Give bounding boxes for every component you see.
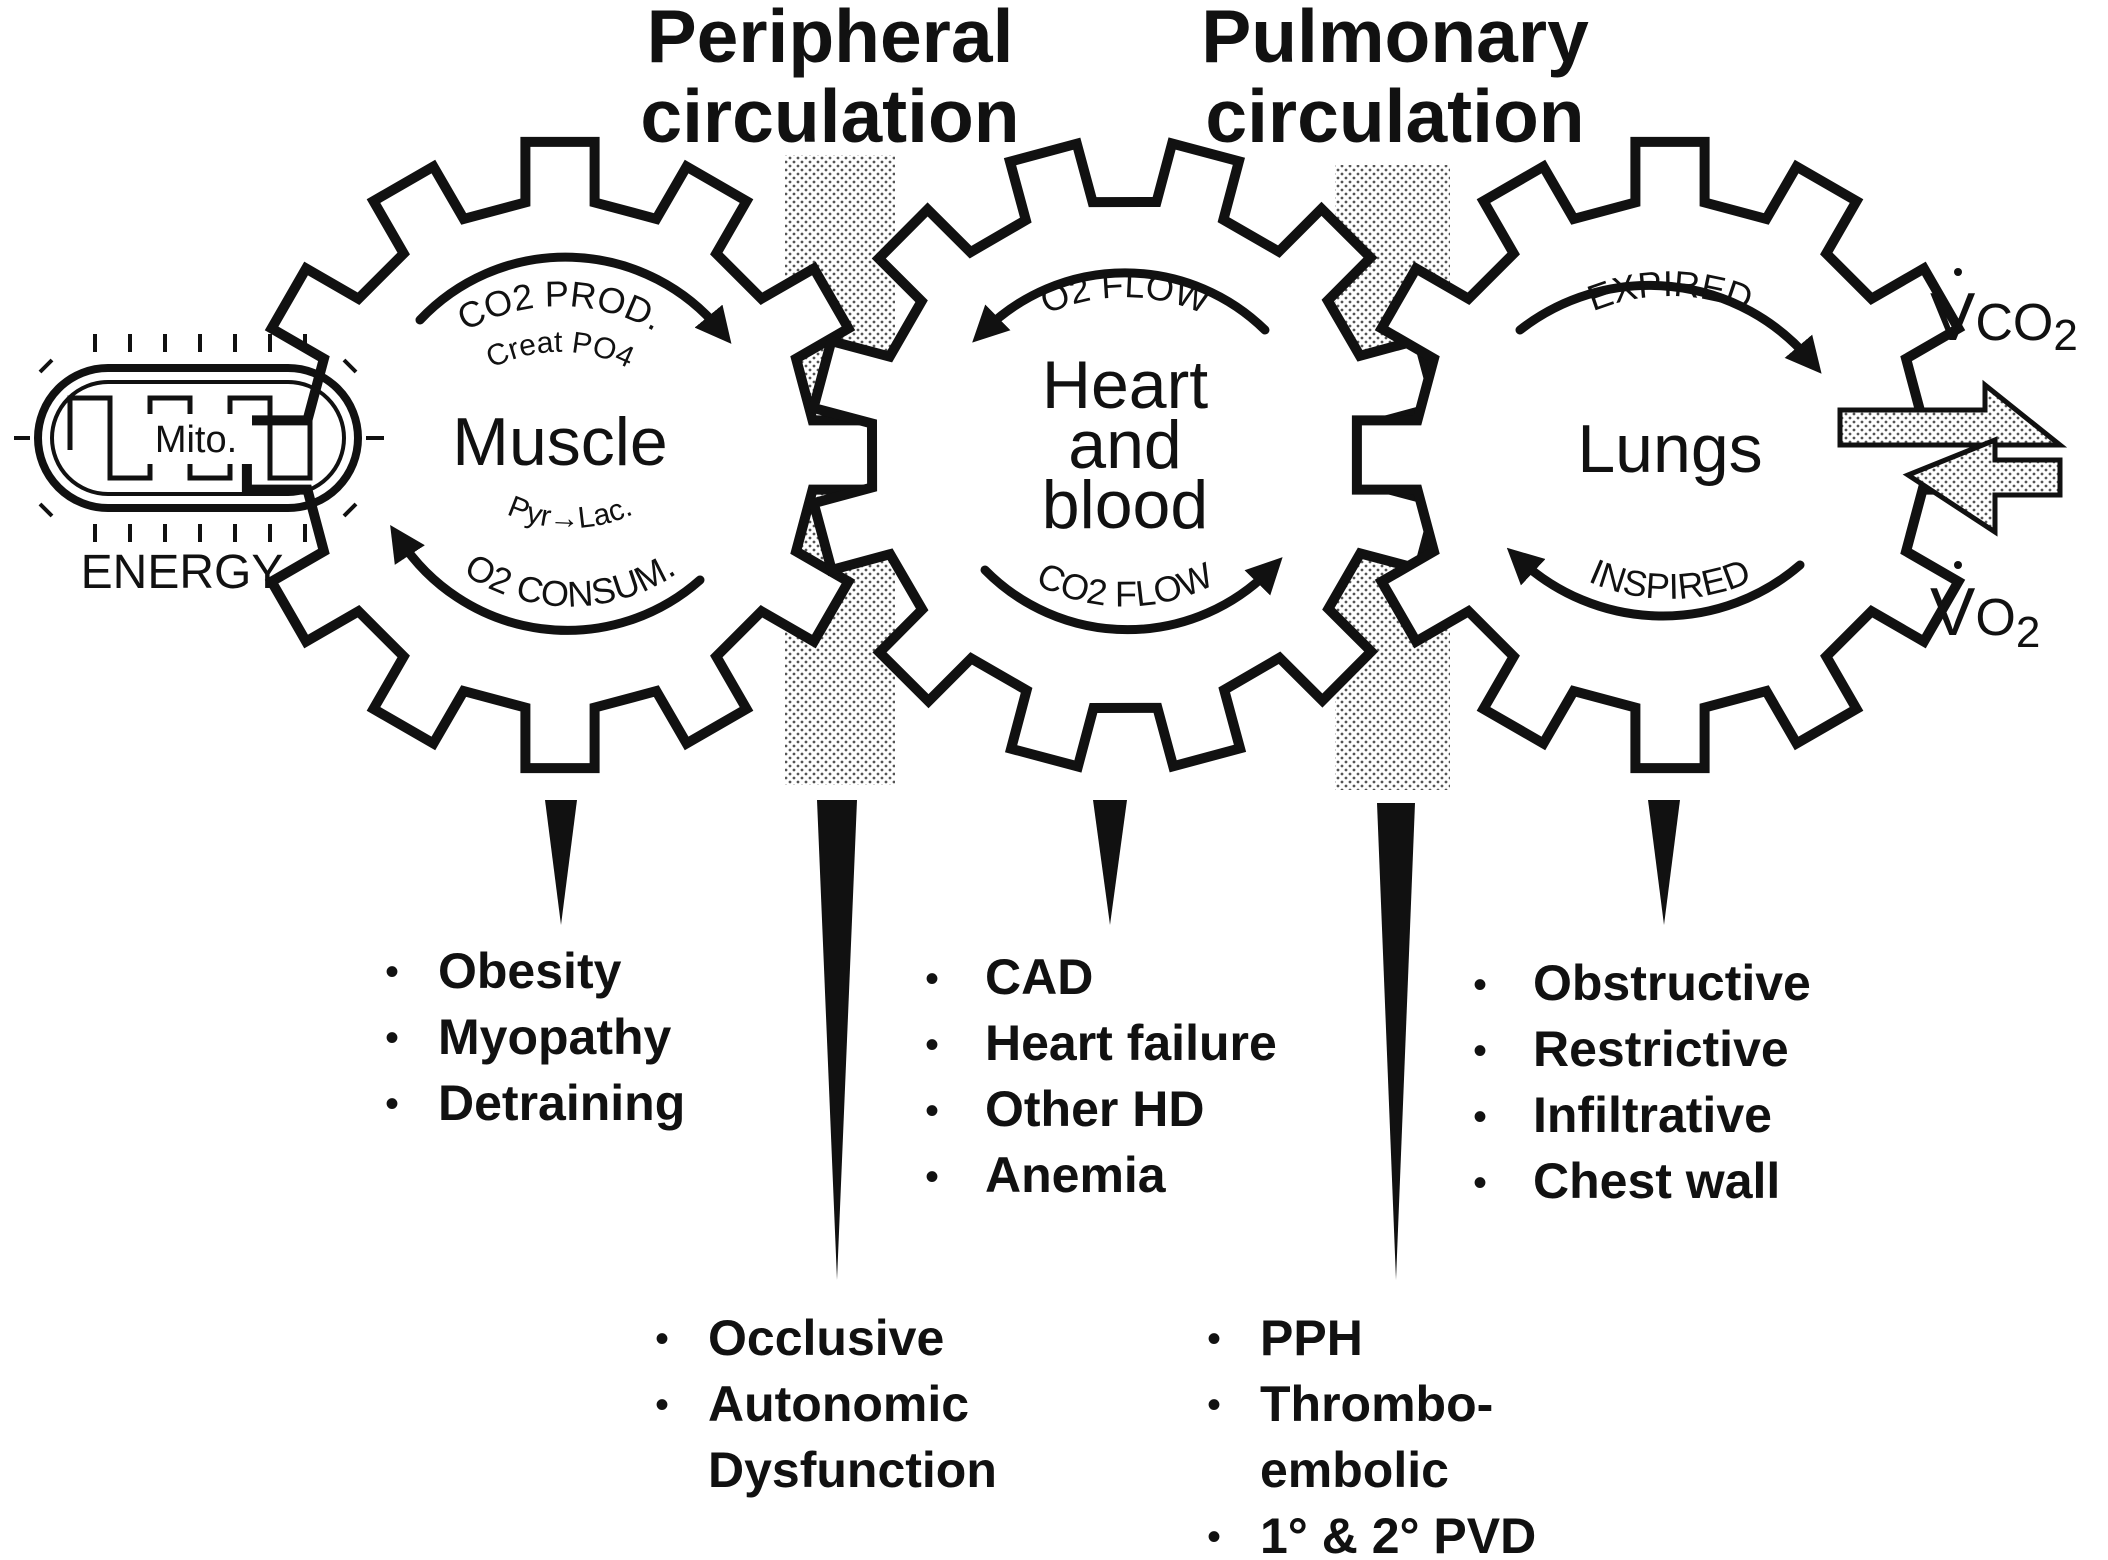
vco2-label: VCO2: [1930, 279, 2078, 360]
list-item: Autonomic: [708, 1376, 969, 1432]
lungs-top-arrow: [1515, 280, 1822, 374]
energy-label: ENERGY: [81, 546, 284, 599]
lungs-gear: [1351, 136, 1989, 774]
list-item: embolic: [1260, 1442, 1449, 1498]
pulmonary-heading-line1: Pulmonary: [1201, 0, 1589, 78]
list-bullet: •: [385, 1082, 399, 1126]
lungs-bottom-arrow: [1506, 547, 1805, 621]
peripheral-disorder-list: • Occlusive • Autonomic Dysfunction: [655, 1310, 997, 1498]
list-item: Anemia: [985, 1147, 1167, 1203]
list-item: Infiltrative: [1533, 1087, 1772, 1143]
list-item: Other HD: [985, 1081, 1204, 1137]
list-bullet: •: [1473, 1029, 1487, 1073]
heart-top-arrow: [972, 268, 1270, 343]
list-item: Chest wall: [1533, 1153, 1780, 1209]
lungs-disorder-list: • Obstructive • Restrictive • Infiltrati…: [1473, 955, 1811, 1209]
peripheral-heading-line1: Peripheral: [647, 0, 1014, 78]
heart-disorder-list: • CAD • Heart failure • Other HD • Anemi…: [925, 949, 1277, 1203]
list-item: Detraining: [438, 1075, 685, 1131]
list-item: 1° & 2° PVD: [1260, 1508, 1536, 1560]
list-bullet: •: [385, 1016, 399, 1060]
list-item: Dysfunction: [708, 1442, 997, 1498]
list-bullet: •: [1207, 1515, 1221, 1559]
lungs-pointer-wedge: [1648, 800, 1680, 925]
peripheral-heading-line2: circulation: [640, 74, 1019, 158]
heart-label-line1: Heart: [1042, 347, 1208, 423]
muscle-disorder-list: • Obesity • Myopathy • Detraining: [385, 943, 685, 1131]
list-bullet: •: [925, 1089, 939, 1133]
list-item: CAD: [985, 949, 1093, 1005]
list-item: Obesity: [438, 943, 622, 999]
list-item: Thrombo-: [1260, 1376, 1493, 1432]
vco2-dot-icon: [1954, 268, 1962, 276]
heart-label-line2: and: [1068, 407, 1181, 483]
muscle-top-arrow: [415, 252, 732, 344]
list-bullet: •: [925, 1155, 939, 1199]
muscle-label: Muscle: [452, 404, 667, 480]
list-item: Heart failure: [985, 1015, 1277, 1071]
lungs-label: Lungs: [1577, 411, 1762, 487]
list-bullet: •: [925, 957, 939, 1001]
mitochondrion-icon: [14, 334, 384, 542]
list-item: Occlusive: [708, 1310, 944, 1366]
list-bullet: •: [1207, 1383, 1221, 1427]
muscle-gear: [241, 136, 879, 774]
list-bullet: •: [1473, 1095, 1487, 1139]
list-item: PPH: [1260, 1310, 1363, 1366]
pulmonary-heading-line2: circulation: [1205, 74, 1584, 158]
heart-bottom-arrow: [980, 557, 1283, 635]
list-item: Obstructive: [1533, 955, 1811, 1011]
list-bullet: •: [655, 1317, 669, 1361]
peripheral-pointer-wedge: [817, 800, 857, 1280]
muscle-bottom-arrow: [390, 524, 705, 635]
heart-pointer-wedge: [1093, 800, 1127, 925]
inspired-flow-arrow: [1902, 436, 2063, 537]
list-item: Myopathy: [438, 1009, 672, 1065]
vo2-label: VO2: [1930, 574, 2040, 657]
mito-label: Mito.: [155, 419, 237, 461]
heart-gear: [807, 137, 1443, 773]
vo2-dot-icon: [1954, 561, 1962, 569]
pulmonary-pointer-wedge: [1377, 803, 1415, 1280]
list-bullet: •: [655, 1383, 669, 1427]
list-bullet: •: [1473, 963, 1487, 1007]
expired-flow-arrow: [1837, 379, 2068, 448]
list-item: Restrictive: [1533, 1021, 1789, 1077]
heart-label-line3: blood: [1042, 467, 1208, 543]
list-bullet: •: [1207, 1317, 1221, 1361]
list-bullet: •: [925, 1023, 939, 1067]
list-bullet: •: [385, 950, 399, 994]
muscle-pointer-wedge: [545, 800, 577, 925]
pulmonary-disorder-list: • PPH • Thrombo- embolic • 1° & 2° PVD: [1207, 1310, 1536, 1560]
list-bullet: •: [1473, 1161, 1487, 1205]
